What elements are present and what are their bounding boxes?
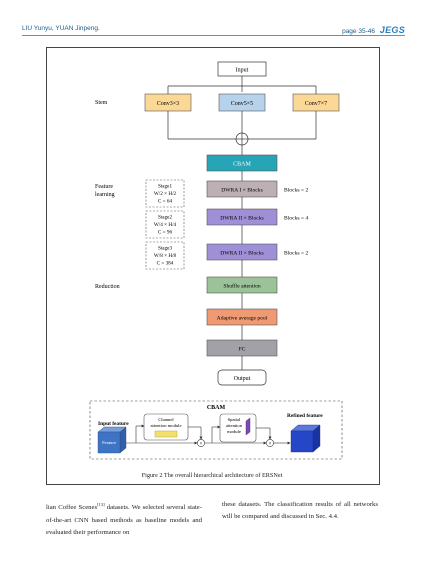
stage1-channels: C = 64 bbox=[158, 199, 173, 205]
figure-caption: Figure 2 The overall hierarchical archit… bbox=[141, 472, 283, 479]
stage3-channels: C = 384 bbox=[157, 261, 174, 267]
body-column-left: lian Coffee Scenes[13] datasets. We sele… bbox=[46, 499, 202, 539]
stage1-blocks: Blocks = 2 bbox=[284, 188, 308, 194]
spatial-module-label: attention bbox=[226, 423, 243, 428]
header-rule bbox=[22, 35, 405, 36]
multiply-symbol: × bbox=[269, 442, 272, 447]
stem-label: Stem bbox=[95, 100, 108, 106]
refined-feature-cube bbox=[290, 430, 314, 453]
stem-conv5-label: Conv5×5 bbox=[231, 101, 253, 107]
spatial-module-label: Spatial bbox=[228, 417, 241, 422]
stage3-name: Stage3 bbox=[158, 246, 173, 252]
multiply-node-2 bbox=[266, 439, 274, 447]
feature-label: Feature bbox=[102, 440, 116, 445]
channel-module-label: attention module bbox=[150, 423, 181, 428]
citation-ref[interactable]: [13] bbox=[97, 502, 105, 507]
spatial-module-label: module bbox=[227, 429, 241, 434]
channel-module-label: Channel bbox=[158, 417, 174, 422]
feature-learning-label: learning bbox=[95, 192, 115, 198]
running-header-authors: LIU Yunyu, YUAN Jinpeng. bbox=[22, 25, 100, 32]
page-range: page 35-46 bbox=[342, 28, 375, 35]
body-text-rest: datasets. We selected several state-of-t… bbox=[46, 504, 202, 537]
stage2-size: W/4 × H/4 bbox=[154, 222, 177, 228]
multiply-node-1 bbox=[197, 439, 205, 447]
output-label: Output bbox=[234, 376, 251, 382]
body-paragraph-left: lian Coffee Scenes[13] datasets. We sele… bbox=[46, 499, 202, 539]
stage2-info bbox=[145, 210, 185, 239]
output-box bbox=[217, 369, 267, 386]
stage2-name: Stage2 bbox=[158, 215, 173, 221]
stage1-name: Stage1 bbox=[158, 184, 173, 190]
dwra2-label: DWRA II × Blocks bbox=[220, 216, 263, 222]
running-header-page: page 35-46 JEGS bbox=[342, 25, 405, 35]
dwra1-label: DWRA I × Blocks bbox=[221, 188, 263, 194]
input-label: Input bbox=[236, 68, 249, 74]
multiply-symbol: × bbox=[200, 442, 203, 447]
journal-logo: JEGS bbox=[379, 25, 405, 35]
input-feature-label: Input feature bbox=[98, 421, 129, 427]
dwra3-label: DWRA II × Blocks bbox=[220, 251, 263, 257]
reduction-label: Reduction bbox=[95, 284, 120, 290]
stage2-blocks: Blocks = 4 bbox=[284, 216, 308, 222]
figure-frame bbox=[46, 47, 380, 485]
stage3-blocks: Blocks = 2 bbox=[284, 251, 308, 257]
body-paragraph-right: these datasets. The classification resul… bbox=[222, 501, 378, 521]
spatial-attention-map bbox=[245, 417, 251, 436]
cbam-label: CBAM bbox=[233, 162, 251, 168]
shuffle-attention-label: Shuffle attention bbox=[223, 283, 261, 290]
stage3-info bbox=[145, 241, 185, 270]
stage3-size: W/8 × H/8 bbox=[154, 253, 177, 259]
input-feature-cube bbox=[97, 431, 121, 454]
fc-label: FC bbox=[239, 347, 246, 353]
stage2-channels: C = 96 bbox=[158, 230, 173, 236]
adaptive-pool-label: Adaptive average pool bbox=[217, 316, 268, 322]
body-text-start: lian Coffee Scenes bbox=[46, 504, 98, 512]
stem-conv7-label: Conv7×7 bbox=[305, 101, 327, 107]
cbam-detail-title: CBAM bbox=[207, 405, 226, 411]
stage1-info bbox=[145, 179, 185, 208]
feature-learning-label: Feature bbox=[95, 184, 113, 190]
stage1-size: W/2 × H/2 bbox=[154, 191, 177, 197]
refined-feature-label: Refined feature bbox=[287, 413, 323, 419]
channel-attention-map bbox=[154, 430, 178, 438]
stem-conv3-label: Conv3×3 bbox=[157, 101, 179, 107]
body-column-right: these datasets. The classification resul… bbox=[222, 499, 378, 524]
